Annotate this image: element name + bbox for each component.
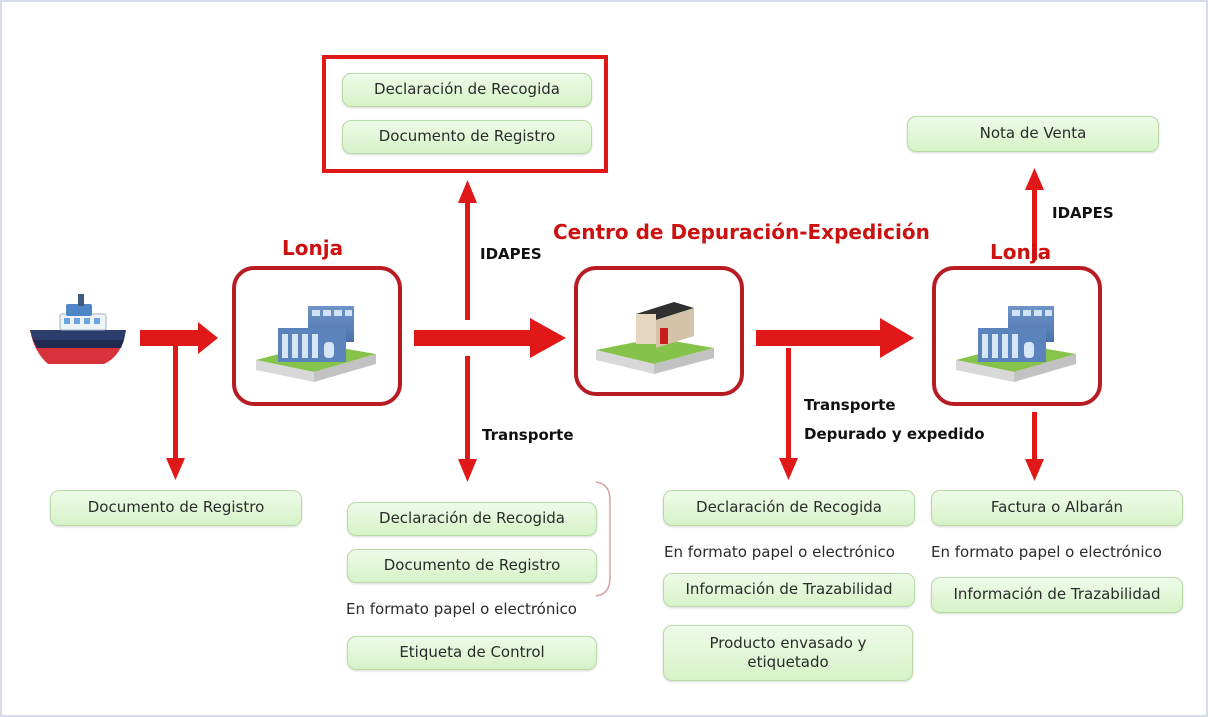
c-formato-note: En formato papel o electrónico: [664, 543, 895, 561]
l2-formato-note: En formato papel o electrónico: [931, 543, 1162, 561]
depurado-label: Depurado y expedido: [804, 425, 985, 443]
arrow-centro-to-lonja2: [756, 330, 896, 346]
doc-t1-etiqueta: Etiqueta de Control: [347, 636, 597, 670]
doc-l2-trazabilidad: Información de Trazabilidad: [931, 577, 1183, 613]
idapes-docs-highlight-box: [322, 55, 608, 173]
arrow-lonja-to-centro: [414, 330, 546, 346]
arrow-lonja2-up-idapes: [1032, 188, 1037, 260]
lonja-1-title: Lonja: [282, 236, 344, 260]
t1-formato-note: En formato papel o electrónico: [346, 600, 577, 618]
doc-c-recogida: Declaración de Recogida: [663, 490, 915, 526]
doc-top-registro: Documento de Registro: [342, 120, 592, 154]
transporte-label-1: Transporte: [482, 426, 574, 444]
arrow-boat-down: [173, 346, 178, 461]
arrow-boat-to-lonja: [140, 330, 200, 346]
doc-c-trazabilidad: Información de Trazabilidad: [663, 573, 915, 607]
doc-l2-factura: Factura o Albarán: [931, 490, 1183, 526]
doc-boat-registro: Documento de Registro: [50, 490, 302, 526]
doc-c-producto-line-1: Producto envasado y: [709, 633, 867, 652]
doc-top-recogida: Declaración de Recogida: [342, 73, 592, 107]
doc-l2-nota: Nota de Venta: [907, 116, 1159, 152]
idapes-label-2: IDAPES: [1052, 204, 1114, 222]
transporte-label-2: Transporte: [804, 396, 896, 414]
lonja-2-title: Lonja: [990, 240, 1052, 264]
idapes-label-1: IDAPES: [480, 245, 542, 263]
depuration-center-building-icon: [596, 302, 714, 374]
flow-arrows: [140, 168, 1044, 482]
doc-c-producto-line-2: etiquetado: [747, 653, 829, 671]
doc-t1-registro: Documento de Registro: [347, 549, 597, 583]
arrow-centro-down: [786, 348, 791, 461]
arrow-lonja2-down: [1032, 412, 1037, 462]
arrow-lonja-down-transporte: [465, 356, 470, 462]
doc-t1-recogida: Declaración de Recogida: [347, 502, 597, 536]
centro-title: Centro de Depuración-Expedición: [553, 220, 930, 244]
fishing-boat-icon: [30, 294, 126, 364]
fish-market-building-icon: [256, 306, 376, 382]
doc-c-producto: Producto envasado y etiquetado: [663, 625, 913, 681]
docs-bracket: [595, 481, 611, 597]
arrow-lonja-up-idapes: [465, 200, 470, 320]
lonja-2-frame: [932, 266, 1102, 406]
fish-market-building-icon: [956, 306, 1076, 382]
